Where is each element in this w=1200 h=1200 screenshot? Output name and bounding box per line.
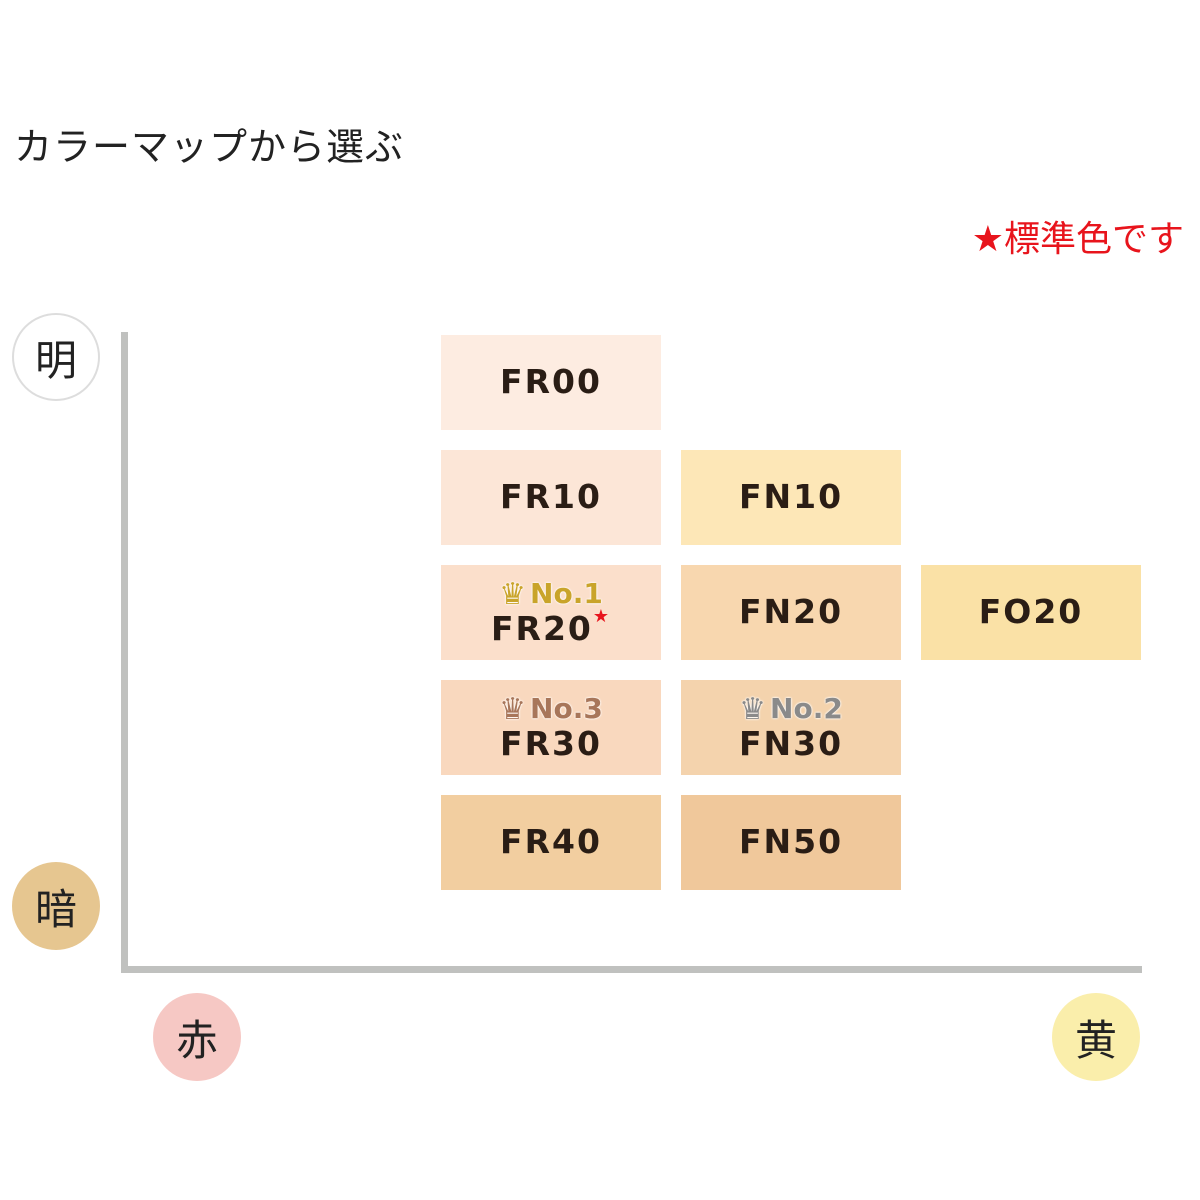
swatch-code: FN30 xyxy=(738,723,844,763)
swatch-fr30[interactable]: ♛No.3 FR30 xyxy=(441,680,661,775)
swatch-fn30[interactable]: ♛No.2 FN30 xyxy=(681,680,901,775)
swatch-code: FR30 xyxy=(500,723,602,763)
bright-label: 明 xyxy=(12,313,100,401)
red-label: 赤 xyxy=(153,993,241,1081)
swatch-fr40[interactable]: FR40 xyxy=(441,795,661,890)
swatch-fn20[interactable]: FN20 xyxy=(681,565,901,660)
rank-label: No.1 xyxy=(530,576,603,610)
swatch-fn10[interactable]: FN10 xyxy=(681,450,901,545)
crown-bronze-icon: ♛ xyxy=(499,691,527,727)
swatch-code: FR00 xyxy=(500,362,602,402)
color-map: FR00 FR10 FN10 ♛No.1 FR20★ FN20 FO20 ♛No… xyxy=(441,335,1141,890)
swatch-code: FN10 xyxy=(738,477,844,517)
swatch-code: FN50 xyxy=(738,822,844,862)
crown-gold-icon: ♛ xyxy=(499,576,527,612)
hue-axis xyxy=(121,966,1142,973)
swatch-fr20[interactable]: ♛No.1 FR20★ xyxy=(441,565,661,660)
page-title: カラーマップから選ぶ xyxy=(14,125,405,169)
swatch-fo20[interactable]: FO20 xyxy=(921,565,1141,660)
rank-badge: ♛No.3 xyxy=(499,693,603,726)
rank-badge: ♛No.2 xyxy=(739,693,843,726)
swatch-code: FO20 xyxy=(978,592,1084,632)
swatch-fn50[interactable]: FN50 xyxy=(681,795,901,890)
rank-label: No.2 xyxy=(770,691,843,725)
yellow-label: 黄 xyxy=(1052,993,1140,1081)
rank-badge: ♛No.1 xyxy=(499,578,603,611)
swatch-fr10[interactable]: FR10 xyxy=(441,450,661,545)
rank-label: No.3 xyxy=(530,691,603,725)
dark-label: 暗 xyxy=(12,862,100,950)
star-icon: ★ xyxy=(592,605,612,627)
standard-color-note: ★標準色です xyxy=(971,219,1184,260)
swatch-code: FR20 xyxy=(490,608,593,648)
swatch-fr00[interactable]: FR00 xyxy=(441,335,661,430)
crown-silver-icon: ♛ xyxy=(739,691,767,727)
swatch-code: FN20 xyxy=(738,592,844,632)
swatch-code: FR10 xyxy=(500,477,602,517)
brightness-axis xyxy=(121,332,128,973)
swatch-code: FR40 xyxy=(500,822,602,862)
